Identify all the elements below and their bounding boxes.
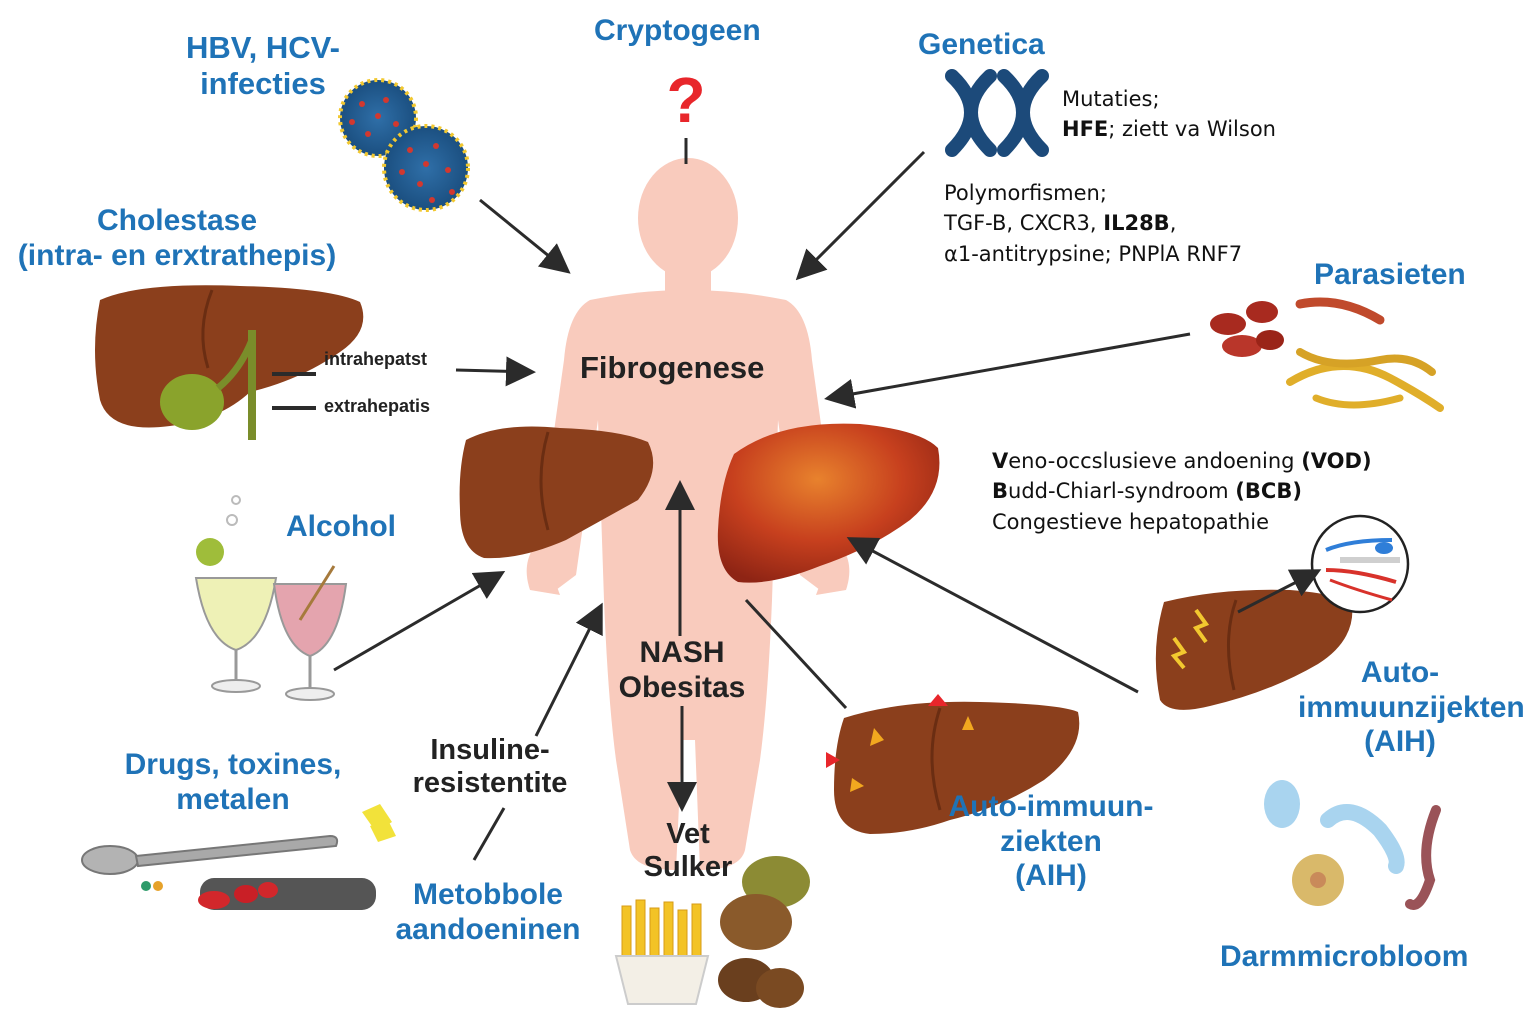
aih-right-line2: immuunzijekten (1298, 690, 1525, 724)
arrows (333, 150, 1322, 861)
hfe-line: HFE; ziett va Wilson (1062, 114, 1276, 144)
insuline-label: Insuline- resistentite (398, 734, 582, 801)
question-mark-icon: ? (666, 64, 705, 136)
bcb-rest: udd-Chiarl-syndroom (1008, 479, 1236, 504)
alcohol-title: Alcohol (286, 510, 396, 543)
vessel-zoom-icon (1310, 514, 1410, 614)
connector-aih-center (744, 598, 848, 710)
arrow-vascular (846, 537, 1139, 694)
drugs-line2: metalen (176, 782, 290, 816)
aih-right-line1: Auto- (1360, 656, 1440, 689)
nash-label: NASH Obesitas (612, 636, 752, 705)
viral-line1: HBV, HCV- (186, 30, 340, 65)
vod-rest: eno-occslusieve andoening (1008, 449, 1302, 473)
arrow-cholestase (455, 356, 536, 387)
vascular-liver-icon (1155, 589, 1353, 710)
arrow-viral (479, 198, 571, 274)
genetica-polymorphisms: Polymorfismen; TGF-B, CXCR3, IL28B, α1-a… (944, 178, 1242, 269)
genetica-mutations: Mutaties; HFE; ziett va Wilson (1062, 84, 1276, 145)
vascular-line2: Budd-Chiarl-syndroom (BCB) (992, 476, 1372, 506)
vascular-line3: Congestieve hepatopathie (992, 509, 1270, 534)
vascular-line1: Veno-occslusieve andoening (VOD) (992, 446, 1372, 476)
nash-line2: Obesitas (618, 670, 746, 704)
poly-line2: TGF-B, CXCR3, IL28B, (944, 208, 1242, 238)
bcb-initial: B (992, 479, 1009, 504)
food-line1: Vet (666, 818, 710, 850)
insuline-line1: Insuline- (430, 734, 550, 766)
vascular-label: Veno-occslusieve andoening (VOD) Budd-Ch… (992, 446, 1372, 537)
vod-abbrev: (VOD) (1301, 449, 1372, 473)
cholestase-liver-icon (95, 285, 364, 440)
cryptogeen-title: Cryptogeen (594, 14, 761, 47)
food-line2: Sulker (643, 851, 733, 884)
virus-icon (338, 78, 470, 212)
inflamed-liver-icon (717, 423, 940, 583)
metabool-line1: Metobbole (413, 878, 563, 911)
arrow-vessel-zoom (1237, 569, 1322, 614)
aih-center-label: Auto-immuun- ziekten (AIH) (926, 790, 1176, 894)
food-icon (614, 856, 810, 1008)
arrow-genetica (795, 150, 926, 281)
vod-initial: V (992, 449, 1009, 473)
arrow-alcohol (333, 570, 506, 672)
hfe-bold: HFE (1062, 117, 1109, 142)
aih-center-line1: Auto-immuun- (948, 790, 1154, 823)
wine-glasses-icon (194, 495, 348, 701)
poly-bold: IL28B (1103, 211, 1170, 236)
extrahepatic-label: extrahepatis (324, 396, 431, 416)
cholestase-line2: (intra- en erxtrathepis) (17, 238, 337, 272)
metabool-label: Metobbole aandoeninen (388, 878, 588, 947)
aih-center-liver-icon (826, 694, 1080, 834)
drugs-line1: Drugs, toxines, (124, 748, 342, 781)
food-label: Vet Sulker (636, 818, 740, 885)
arrow-metabool (472, 807, 506, 861)
nash-line1: NASH (639, 636, 725, 669)
gut-microbiome-icon (1264, 780, 1441, 910)
left-liver-icon (459, 426, 654, 559)
genetica-title: Genetica (918, 28, 1045, 61)
arrow-parasieten (824, 332, 1191, 409)
parasieten-title: Parasieten (1314, 258, 1466, 291)
parasites-icon (1210, 297, 1444, 412)
fibrogenese-label: Fibrogenese (580, 350, 765, 385)
microbioom-title: Darmmicrobloom (1220, 940, 1469, 973)
drugs-label: Drugs, toxines, metalen (108, 748, 358, 817)
viral-line2: infecties (200, 65, 326, 101)
bcb-abbrev: (BCB) (1235, 479, 1302, 504)
poly-c: , (1169, 211, 1177, 236)
poly-a: TGF-B, CXCR3, (944, 211, 1104, 236)
poly-title: Polymorfismen; (944, 181, 1107, 205)
chromosome-icon (945, 69, 1049, 157)
arrow-insuline (534, 602, 603, 737)
aih-right-label: Auto- immuunzijekten (AIH) (1298, 656, 1525, 760)
metabool-line2: aandoeninen (395, 912, 581, 946)
aih-right-line3: (AIH) (1364, 725, 1436, 758)
insuline-line2: resistentite (412, 767, 568, 800)
cholestase-line1: Cholestase (96, 204, 258, 237)
cholestase-label: Cholestase (intra- en erxtrathepis) (12, 204, 342, 273)
aih-center-line2: ziekten (1000, 824, 1102, 858)
mutaties-line: Mutaties; (1062, 87, 1160, 111)
drugs-toxins-icon (81, 804, 396, 910)
hfe-rest: ; ziett va Wilson (1108, 117, 1276, 142)
viral-infections-label: HBV, HCV- infecties (186, 30, 340, 101)
poly-line3: α1-antitrypsine; PNPlA RNF7 (944, 241, 1243, 266)
intrahepatic-label: intrahepatst (324, 349, 428, 369)
aih-center-line3: (AIH) (1015, 859, 1087, 892)
